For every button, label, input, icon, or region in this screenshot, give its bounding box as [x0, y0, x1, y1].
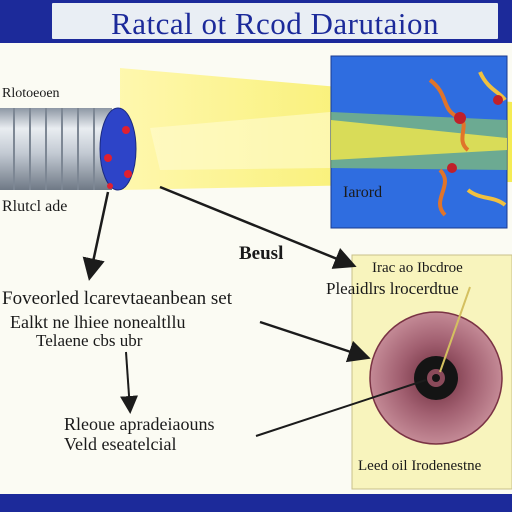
footer-bar [0, 494, 512, 512]
left-text-line-2: Ealkt ne lhiee nonealtllu [10, 312, 186, 332]
panel-label: Iarord [343, 184, 383, 201]
arrow-to-cell-center [259, 320, 371, 363]
title-box: Ratcal ot Rcod Darutaion [52, 3, 498, 41]
arrow-to-cell [159, 185, 357, 269]
arrow-from-emitter [82, 191, 110, 281]
header-bar: Ratcal ot Rcod Darutaion [0, 0, 512, 43]
cylinder-emitter-icon [0, 107, 137, 191]
cell-caption: Leed oil Irodenestne [358, 458, 482, 474]
left-text-line-3: Telaene cbs ubr [36, 331, 143, 350]
page-title: Ratcal ot Rcod Darutaion [111, 6, 439, 41]
arrow-down [120, 351, 139, 414]
emitter-bottom-label: Rlutcl ade [2, 198, 68, 215]
cell-label-top: Irac ao Ibcdroe [372, 260, 463, 276]
lower-text-line-2: Veld eseatelcial [64, 434, 177, 454]
cell-label-sub: Pleaidlrs lrocerdtue [326, 279, 459, 298]
emitter-top-label: Rlotoeoen [2, 86, 60, 101]
lower-text-line-1: Rleoue apradeiaouns [64, 414, 215, 434]
pointer-line [255, 379, 427, 437]
bend-label: Beusl [239, 243, 284, 264]
left-text-line-1: Foveorled lcarevtaeanbean set [2, 288, 232, 309]
radiation-panel [330, 55, 508, 229]
blood-cell-icon [369, 286, 503, 445]
